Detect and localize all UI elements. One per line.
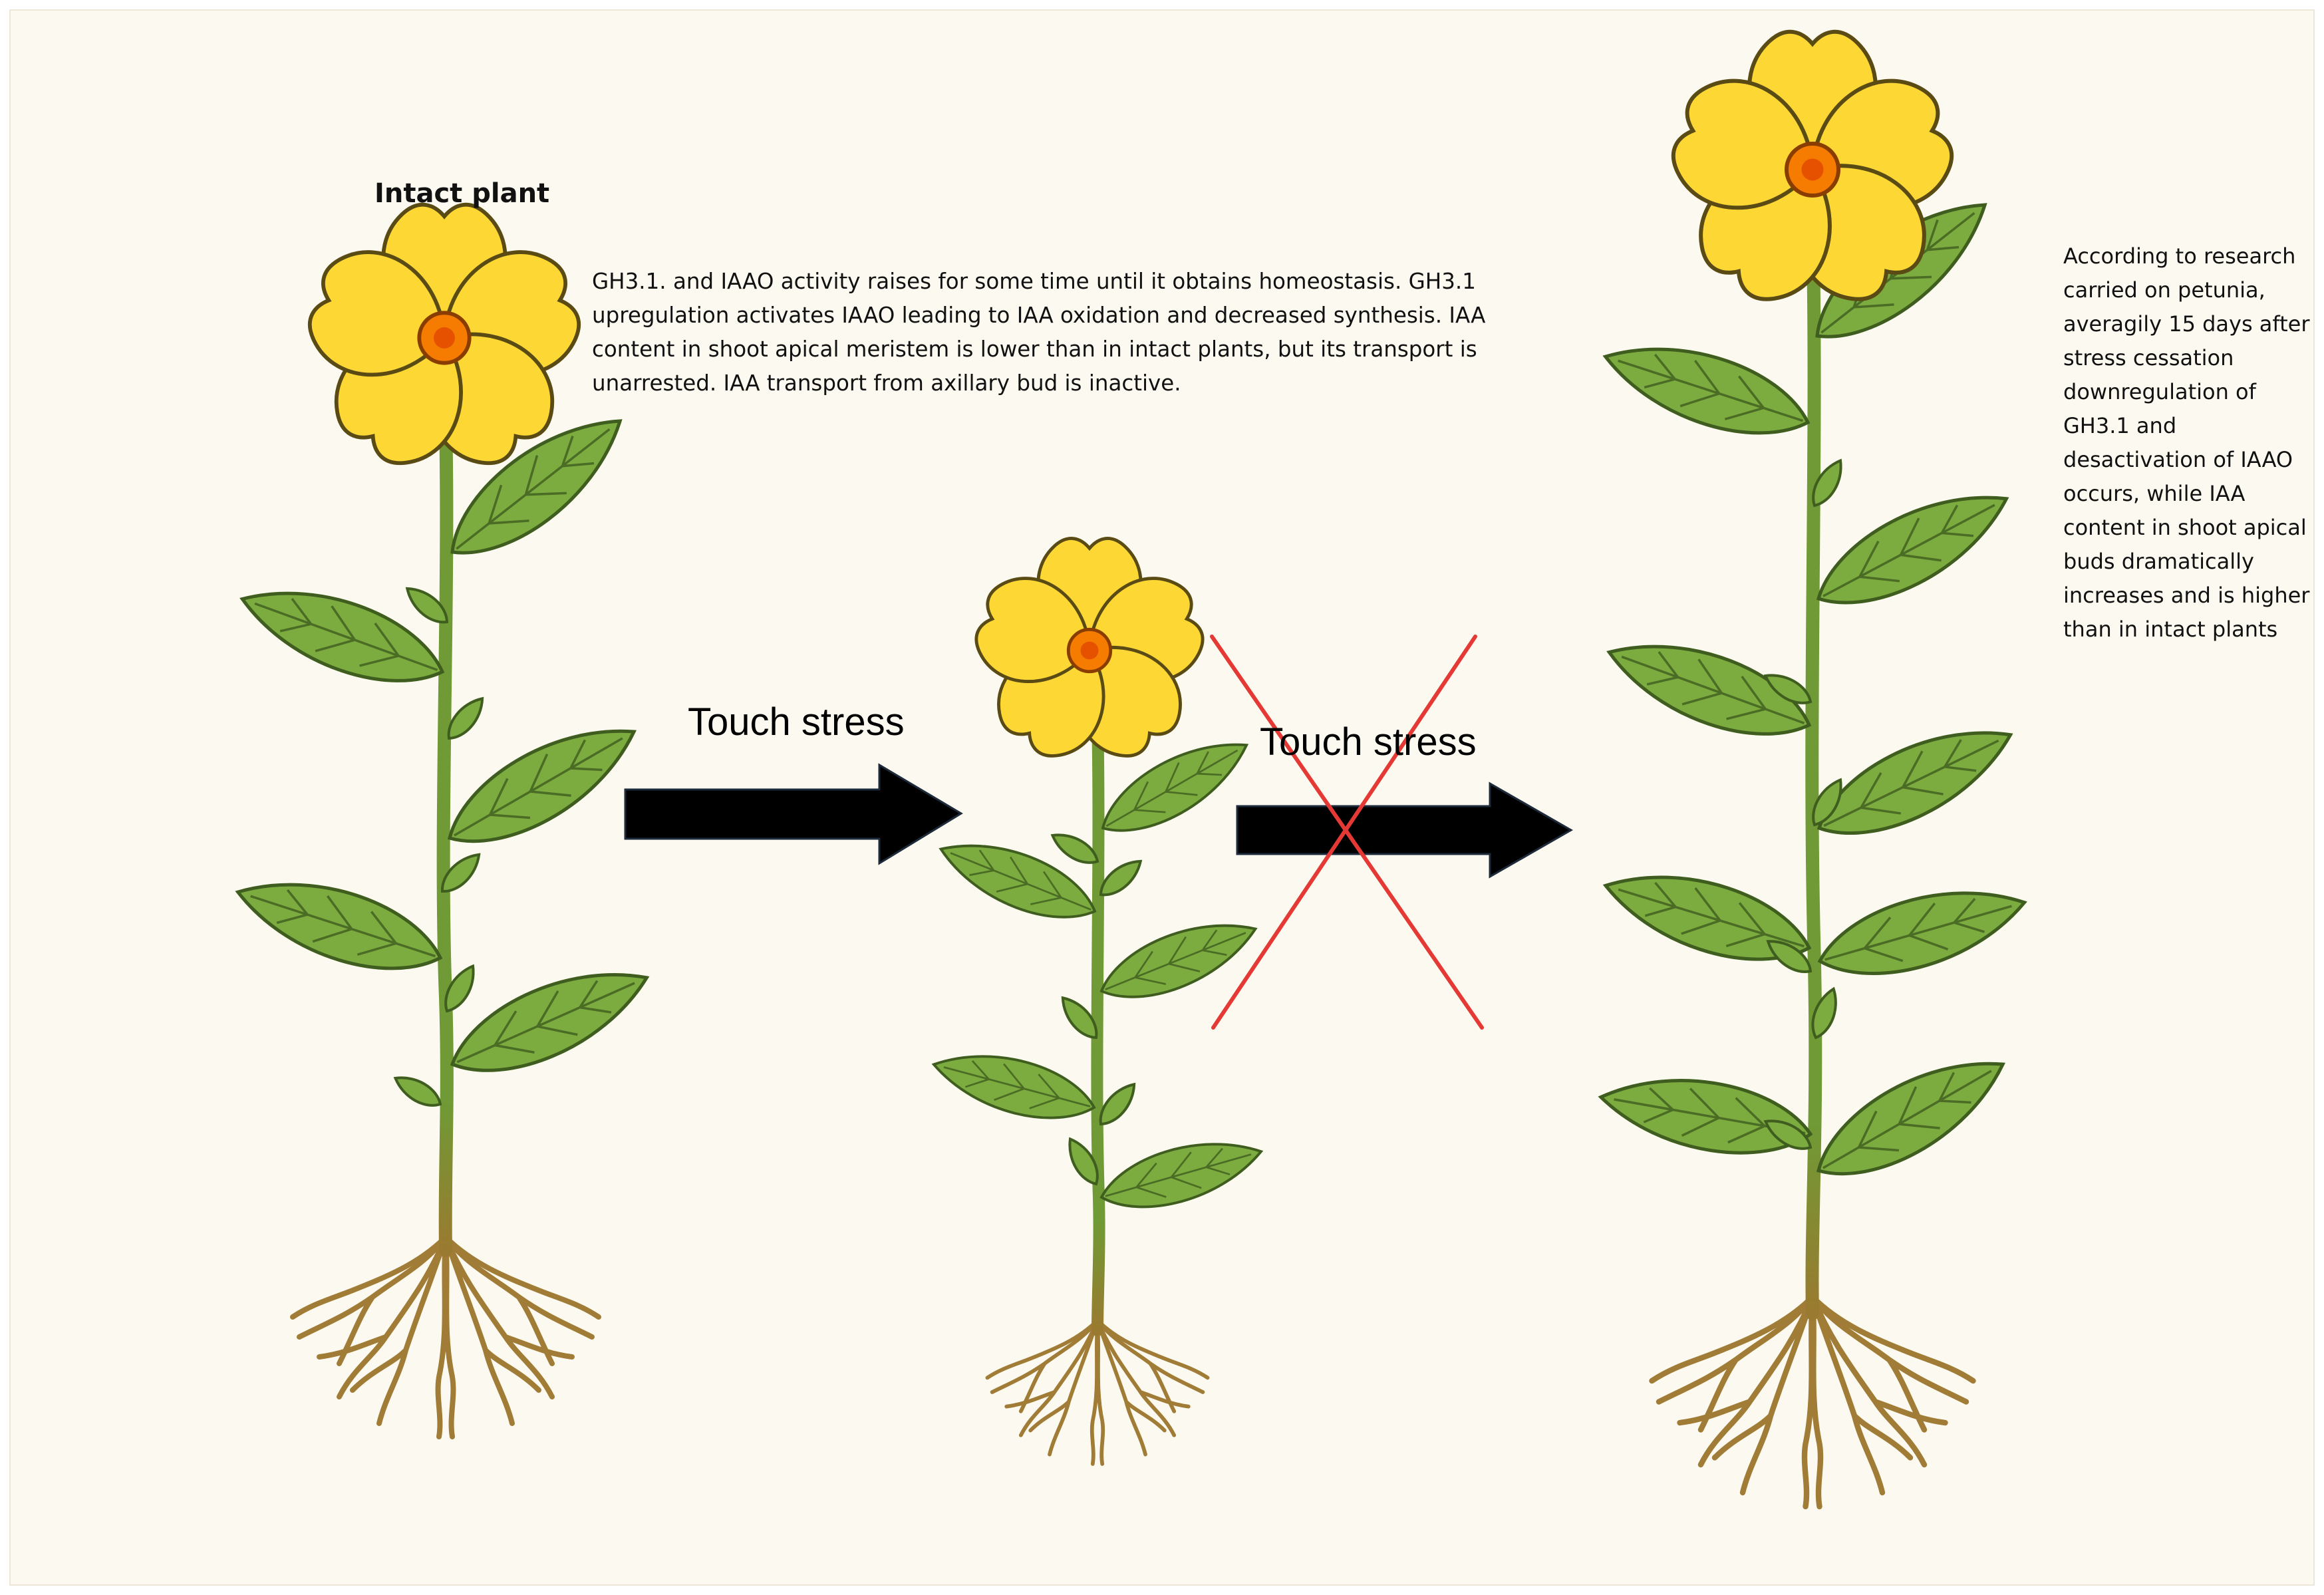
arrow-label-touch-stress-crossed: Touch stress [1260, 720, 1477, 764]
cross-icon [1210, 635, 1484, 1030]
plant-stressed [927, 538, 1268, 1464]
roots [987, 1320, 1207, 1464]
roots [1652, 1297, 1973, 1507]
plant-intact [227, 205, 660, 1437]
roots [293, 1237, 599, 1437]
title: Intact plant [374, 178, 550, 209]
arrow-right-icon [624, 763, 963, 865]
stem [1091, 712, 1105, 1336]
stem [1805, 246, 1822, 1320]
plant-recovered [1595, 32, 2033, 1507]
arrow-label-touch-stress: Touch stress [688, 700, 905, 744]
arrow-right-icon [1236, 782, 1574, 879]
stem [436, 416, 454, 1257]
stressed-description: GH3.1. and IAAO activity raises for some… [592, 269, 1486, 396]
recovery-description: According to research carried on petunia… [2063, 243, 2310, 642]
